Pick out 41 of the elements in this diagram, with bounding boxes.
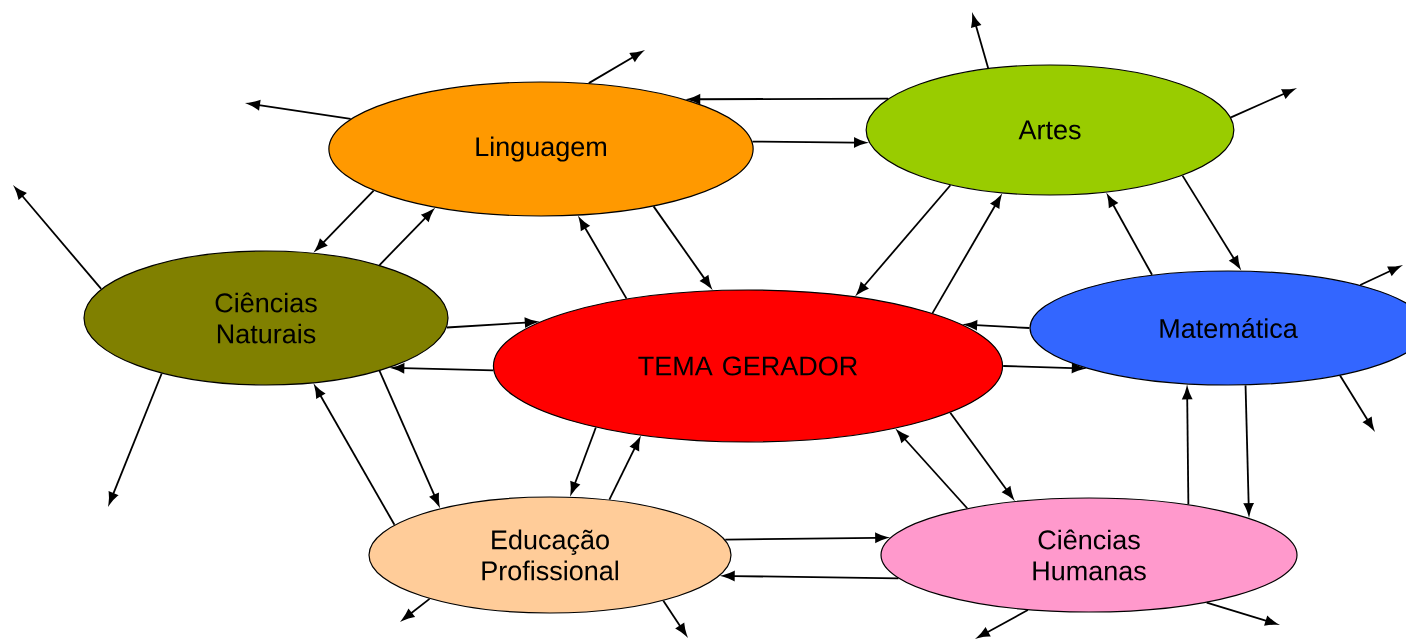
arrow — [314, 385, 396, 526]
arrow — [722, 571, 900, 581]
arrow — [315, 189, 375, 251]
arrow — [856, 184, 952, 295]
arrow — [1359, 265, 1401, 286]
arrow — [608, 438, 641, 501]
ellipse-node: Artes — [865, 64, 1235, 196]
arrow — [108, 372, 163, 505]
ellipse-node: TEMA GERADOR — [492, 289, 1004, 443]
arrow — [971, 14, 990, 70]
arrow — [1182, 387, 1193, 506]
arrow — [578, 217, 628, 300]
arrow — [662, 599, 687, 636]
arrow — [751, 137, 867, 148]
arrow — [949, 411, 1014, 499]
arrow — [1205, 601, 1278, 626]
arrow — [965, 320, 1031, 330]
arrow — [587, 51, 643, 85]
ellipse-node: Ciências Humanas — [880, 497, 1298, 613]
arrow — [931, 195, 1002, 314]
arrow — [14, 187, 103, 290]
arrow — [1181, 174, 1241, 269]
arrow — [1243, 384, 1254, 516]
arrow — [1230, 88, 1295, 119]
arrow — [392, 363, 495, 374]
arrow — [652, 205, 712, 288]
ellipse-node: Educação Profissional — [368, 496, 732, 614]
arrow — [445, 317, 537, 329]
arrow — [1107, 194, 1153, 276]
ellipse-node: Ciências Naturais — [83, 250, 449, 386]
arrow — [688, 94, 890, 105]
ellipse-node: Linguagem — [328, 81, 754, 217]
arrow — [1339, 374, 1374, 430]
arrow — [896, 430, 969, 510]
arrow — [402, 597, 431, 621]
arrow — [378, 370, 440, 506]
arrow — [977, 609, 1029, 639]
arrow — [378, 209, 434, 266]
arrow — [247, 100, 352, 120]
arrow — [724, 532, 888, 543]
arrow — [570, 426, 597, 495]
